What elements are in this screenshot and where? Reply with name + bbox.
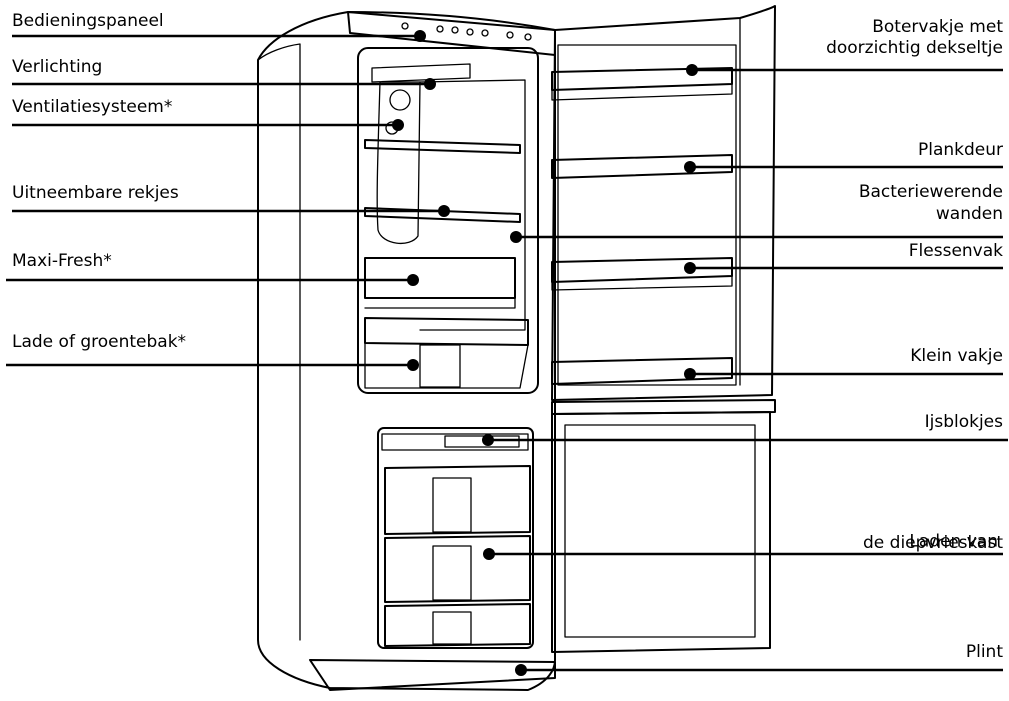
label-plinth: Plint <box>966 642 1003 662</box>
freezer-drawer-1 <box>384 465 531 535</box>
label-lighting: Verlichting <box>12 57 102 77</box>
fridge-compartment <box>357 47 539 394</box>
bottle-rack-shelf <box>551 257 733 283</box>
control-knobs <box>401 22 532 41</box>
leader-lines <box>6 30 1008 676</box>
label-ventilation: Ventilatiesysteem* <box>12 97 172 117</box>
labels: Bedieningspaneel Verlichting Ventilaties… <box>12 11 1003 662</box>
ventilation-fan <box>389 89 411 111</box>
label-drawer: Lade of groentebak* <box>12 332 186 352</box>
fridge-illustration <box>257 5 776 691</box>
freezer-drawer-3 <box>384 603 531 647</box>
label-antibacterial-line1: Bacteriewerende <box>859 182 1003 202</box>
fridge-door <box>551 5 776 401</box>
ice-tray <box>381 433 529 451</box>
label-butter-line2: doorzichtig dekseltje <box>826 38 1003 58</box>
label-maxi-fresh: Maxi-Fresh* <box>12 251 112 271</box>
light-housing <box>371 63 471 83</box>
shelf-1 <box>364 139 521 154</box>
label-freezer-line2: Laden van <box>909 532 998 552</box>
shelf-2 <box>364 207 521 223</box>
label-antibacterial-line2: wanden <box>936 204 1003 224</box>
label-small-compartment: Klein vakje <box>910 346 1003 366</box>
cabinet-side-edge <box>257 43 301 641</box>
door-inner-panel <box>557 44 737 386</box>
plinth-strip <box>309 659 556 691</box>
label-bottle-rack: Flessenvak <box>909 241 1003 261</box>
door-shelf-1 <box>551 154 733 179</box>
freezer-drawer-2 <box>384 535 531 603</box>
back-wall <box>419 79 526 331</box>
vegetable-drawer <box>364 317 529 346</box>
cabinet-body <box>257 11 556 691</box>
label-removable-shelves: Uitneembare rekjes <box>12 183 179 203</box>
label-ice-cubes: Ijsblokjes <box>925 412 1004 432</box>
label-door-shelf: Plankdeur <box>918 140 1003 160</box>
freezer-compartment <box>377 427 534 649</box>
label-butter-line1: Botervakje met <box>872 17 1003 37</box>
ventilation-column <box>376 81 421 244</box>
maxi-fresh-box <box>364 257 516 299</box>
small-compartment-shelf <box>551 357 733 385</box>
freezer-door <box>551 411 771 653</box>
label-control-panel: Bedieningspaneel <box>12 11 164 31</box>
butter-compartment <box>551 67 733 91</box>
label-freezer-line1: de diepvrieskast <box>863 533 1003 553</box>
